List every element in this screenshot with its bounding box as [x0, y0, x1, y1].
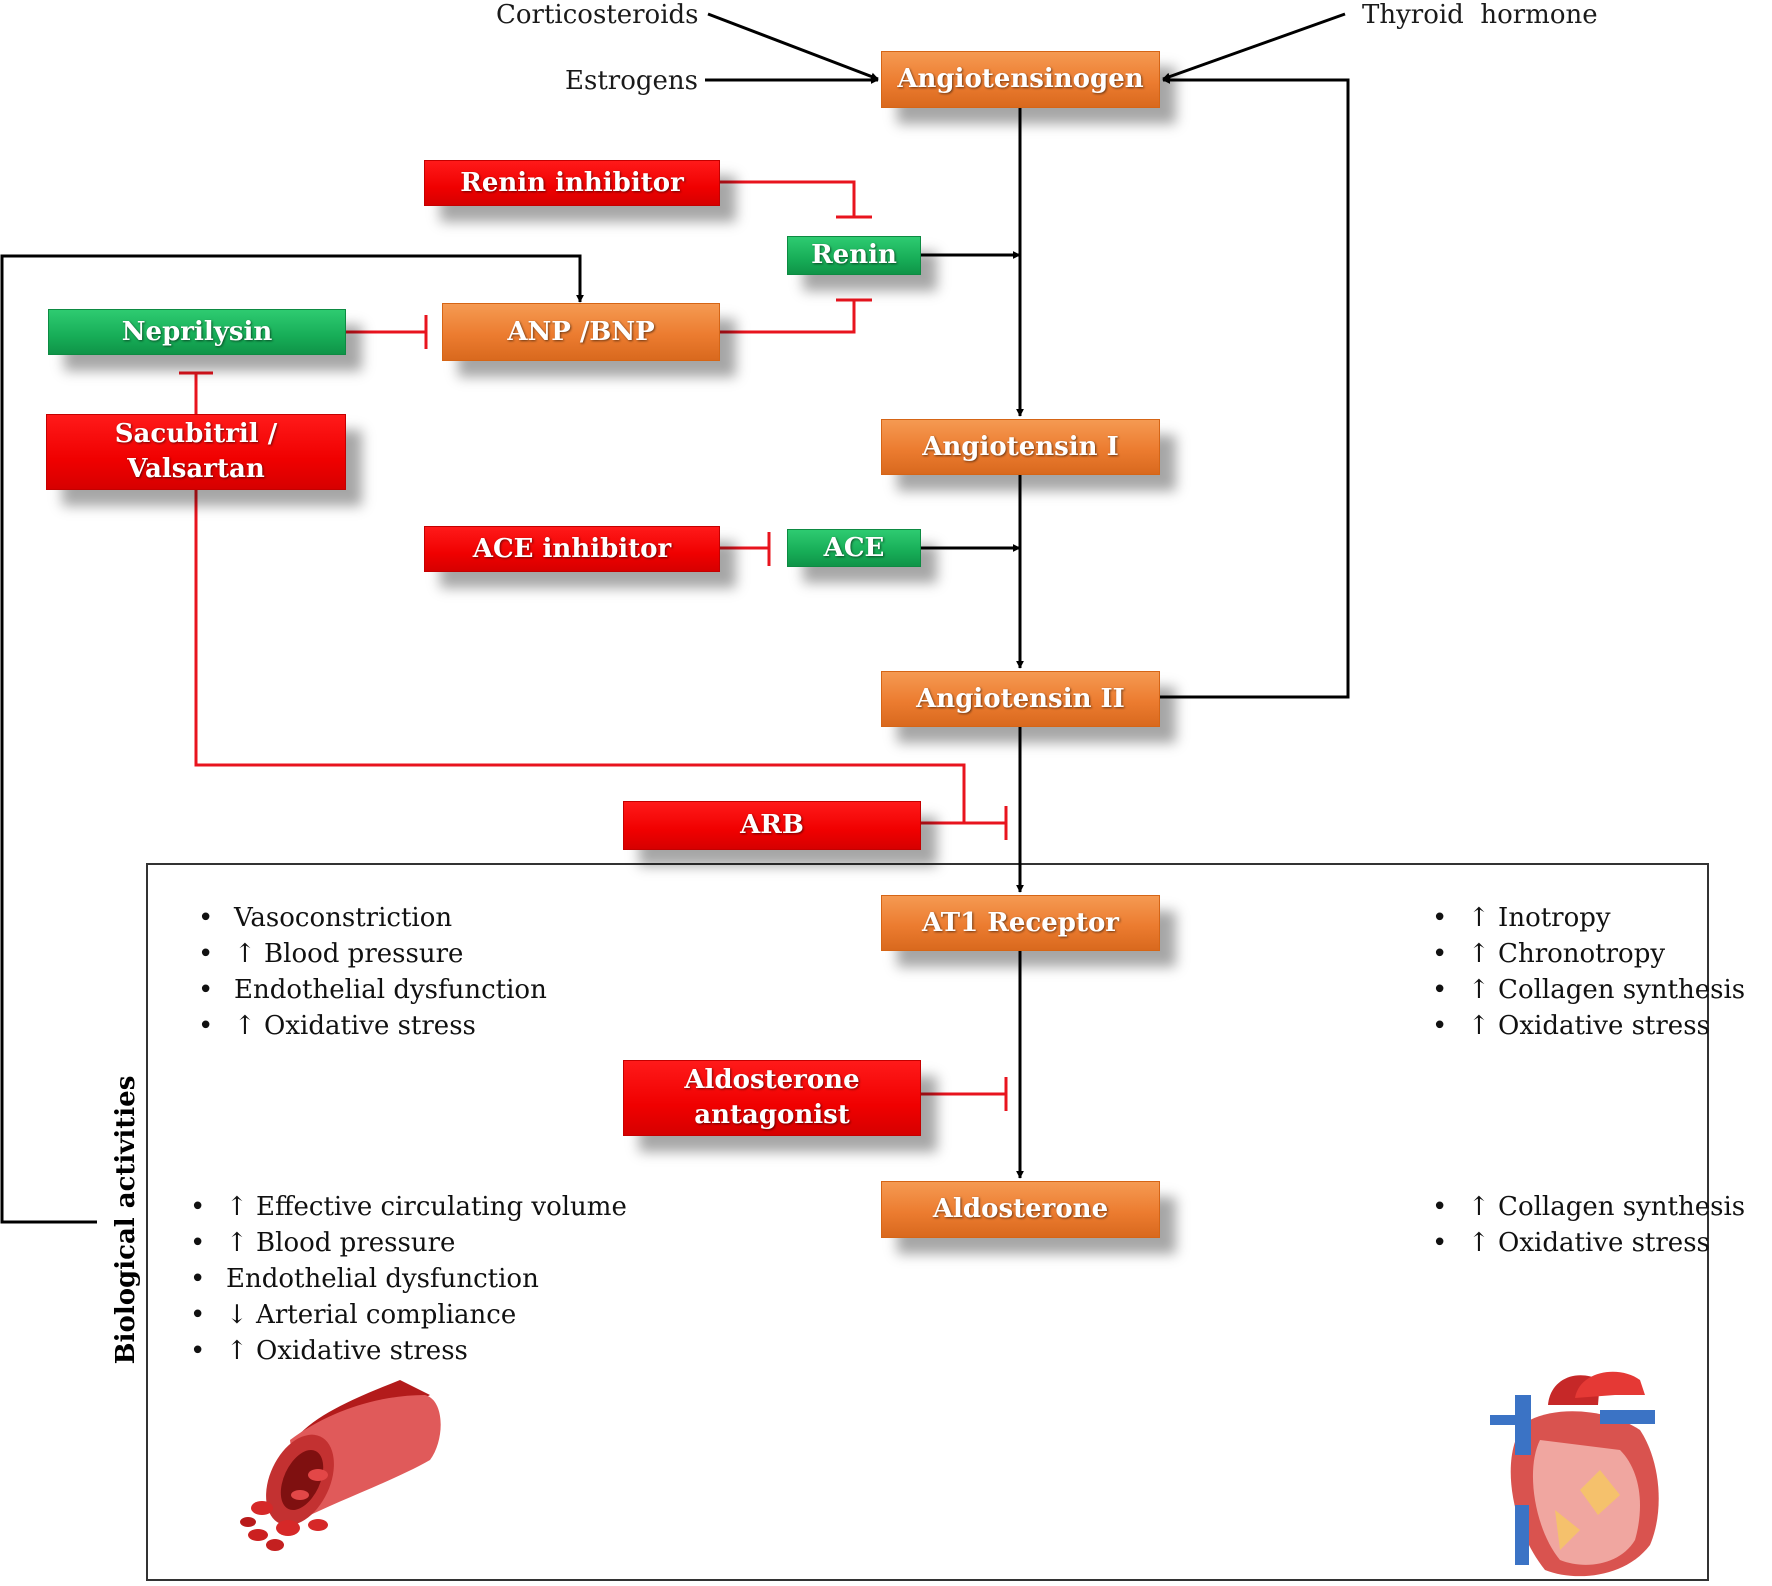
label-corticosteroids: Corticosteroids [496, 0, 699, 30]
arrow-thyroid [1162, 12, 1346, 81]
box-neprilysin: Neprilysin [48, 309, 346, 355]
box-arb: ARB [623, 801, 921, 850]
effect-item: ↑ Blood pressure [186, 1225, 627, 1261]
blood-vessel-icon [240, 1380, 441, 1551]
box-renin: Renin [787, 236, 921, 275]
box-ace: ACE [787, 529, 921, 567]
effect-item: ↑ Collagen synthesis [1428, 1189, 1745, 1225]
label-thyroid-hormone: Thyroid hormone [1362, 0, 1598, 30]
heart-icon [1490, 1371, 1659, 1577]
effect-item: ↑ Effective circulating volume [186, 1189, 627, 1225]
effect-item: ↑ Oxidative stress [186, 1333, 627, 1369]
aldosterone-cardiac-effects: ↑ Collagen synthesis ↑ Oxidative stress [1428, 1189, 1745, 1261]
box-ace-inhibitor: ACE inhibitor [424, 526, 720, 572]
arrow-corticosteroids [707, 12, 879, 81]
effect-item: ↑ Chronotropy [1428, 936, 1745, 972]
inhibit-sacubitril-valsartan-at1 [194, 490, 966, 823]
effect-item: ↑ Inotropy [1428, 900, 1745, 936]
aldosterone-antagonist-line-2: antagonist [694, 1100, 850, 1130]
effect-item: ↑ Oxidative stress [1428, 1225, 1745, 1261]
effect-item: ↑ Oxidative stress [194, 1008, 547, 1044]
sacubitril-line-2: Valsartan [127, 454, 265, 484]
effect-item: ↑ Collagen synthesis [1428, 972, 1745, 1008]
box-sacubitril-valsartan: Sacubitril / Valsartan [46, 414, 346, 490]
aldosterone-antagonist-line-1: Aldosterone [684, 1065, 860, 1095]
label-estrogens: Estrogens [565, 66, 698, 96]
effect-item: ↑ Blood pressure [194, 936, 547, 972]
at1-vascular-effects: Vasoconstriction ↑ Blood pressure Endoth… [194, 900, 547, 1044]
biological-activities-label: Biological activities [111, 1075, 141, 1365]
at1-cardiac-effects: ↑ Inotropy ↑ Chronotropy ↑ Collagen synt… [1428, 900, 1745, 1044]
aldosterone-vascular-effects: ↑ Effective circulating volume ↑ Blood p… [186, 1189, 627, 1369]
effect-item: Vasoconstriction [194, 900, 547, 936]
effect-item: ↓ Arterial compliance [186, 1297, 627, 1333]
box-angiotensin-i: Angiotensin I [881, 419, 1160, 475]
box-angiotensinogen: Angiotensinogen [881, 51, 1160, 108]
inhibit-renin-inhibitor [720, 180, 856, 217]
sacubitril-line-1: Sacubitril / [114, 419, 278, 449]
arrow-biological-to-anp [0, 254, 584, 1224]
box-aldosterone: Aldosterone [881, 1181, 1160, 1238]
effect-item: ↑ Oxidative stress [1428, 1008, 1745, 1044]
box-aldosterone-antagonist: Aldosterone antagonist [623, 1060, 921, 1136]
effect-item: Endothelial dysfunction [186, 1261, 627, 1297]
box-at1-receptor: AT1 Receptor [881, 895, 1160, 951]
box-angiotensin-ii: Angiotensin II [881, 671, 1160, 727]
box-renin-inhibitor: Renin inhibitor [424, 160, 720, 206]
box-anp-bnp: ANP /BNP [442, 303, 720, 361]
arrow-ang2-feedback-angiotensinogen [1160, 76, 1350, 699]
effect-item: Endothelial dysfunction [194, 972, 547, 1008]
inhibit-anp-renin [720, 300, 856, 334]
